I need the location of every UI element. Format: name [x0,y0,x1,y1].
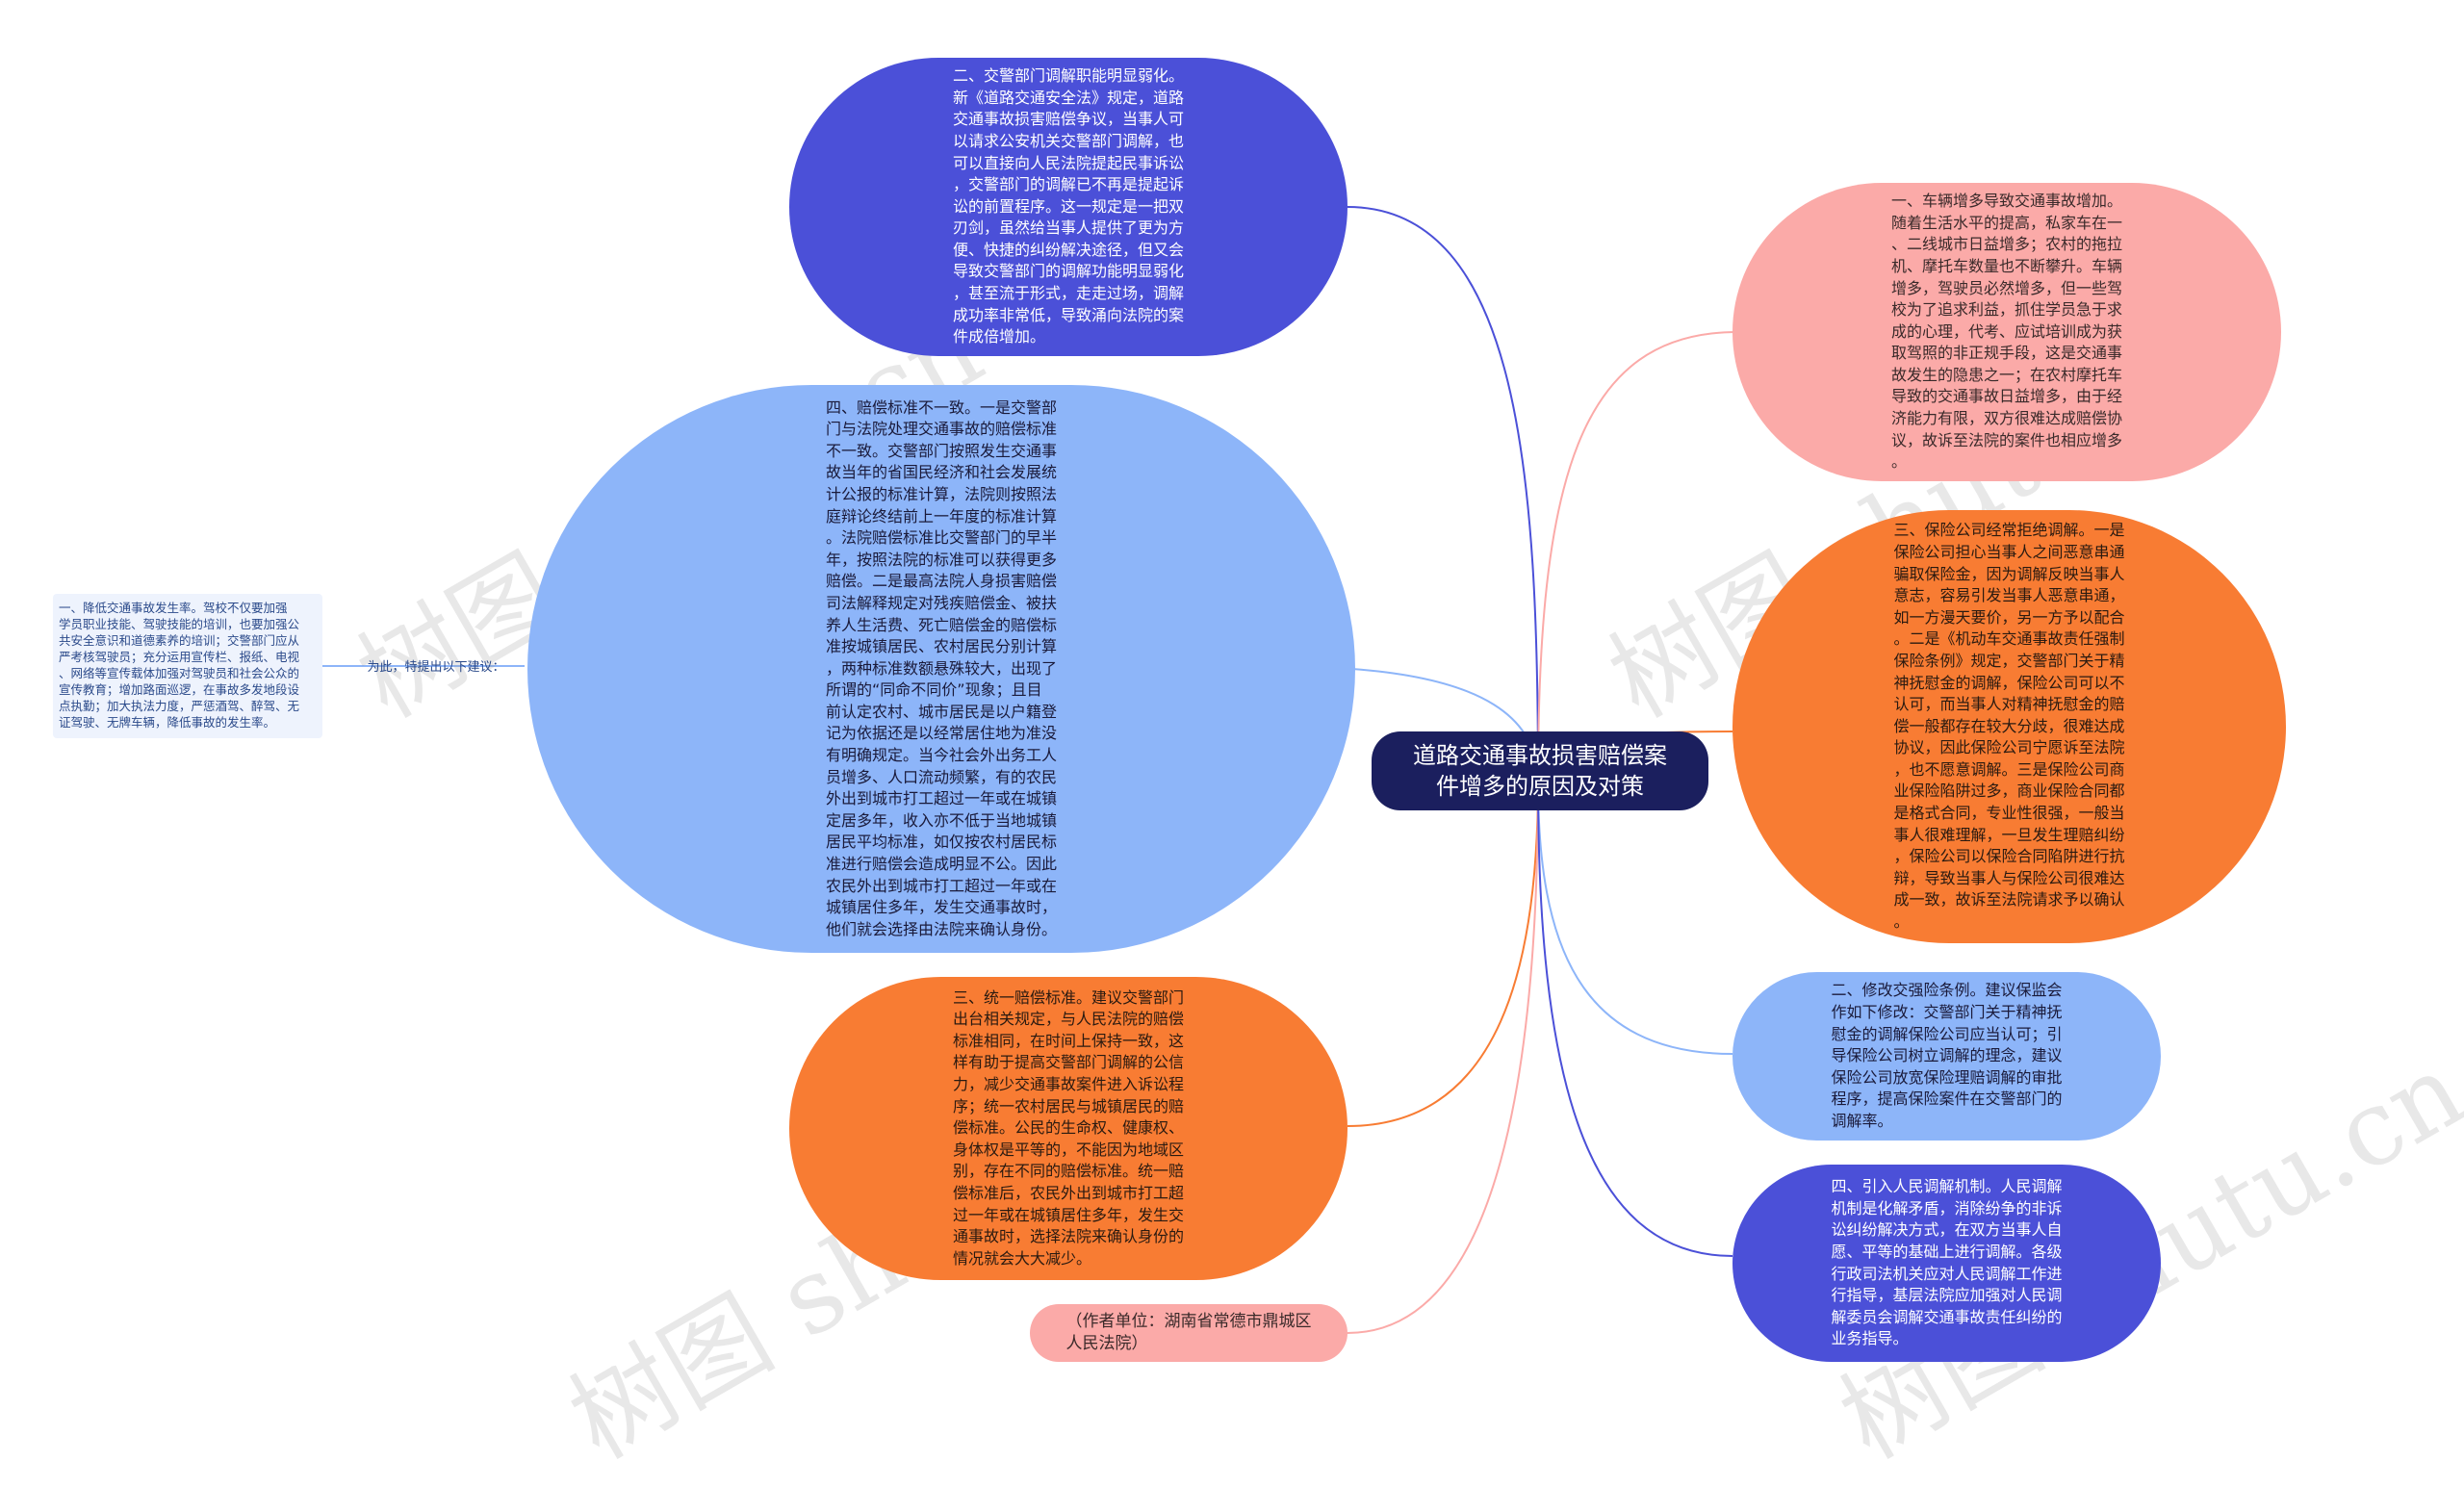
central-topic-title: 道路交通事故损害赔偿案 件增多的原因及对策 [1413,742,1667,800]
link-left-measure3 [1347,781,1539,1127]
node-reason4-standards[interactable]: 四、赔偿标准不一致。一是交警部 门与法院处理交通事故的赔偿标准 不一致。交警部门… [527,385,1355,953]
node-measure4-people-mediation[interactable]: 四、引入人民调解机制。人民调解 机制是化解矛盾，消除纷争的非诉 讼纠纷解决方式，… [1732,1165,2161,1362]
node-measure1-reduce-accidents[interactable]: 一、降低交通事故发生率。驾校不仅要加强 学员职业技能、驾驶技能的培训，也要加强公… [53,594,322,738]
node-left-label-suggestions[interactable]: 为此，特提出以下建议： [345,654,527,679]
link-top-reason2 [1347,206,1539,782]
node-reason1-more-vehicles[interactable]: 一、车辆增多导致交通事故增加。 随着生活水平的提高，私家车在一 、二线城市日益增… [1732,183,2281,481]
link-right-reason1 [1537,331,1738,782]
node-text: 四、引入人民调解机制。人民调解 机制是化解矛盾，消除纷争的非诉 讼纠纷解决方式，… [1831,1177,2063,1348]
link-author [1347,781,1539,1334]
node-measure2-insurance-regulation[interactable]: 二、修改交强险条例。建议保监会 作如下修改：交警部门关于精神抚 慰金的调解保险公… [1732,972,2161,1141]
node-text: 一、车辆增多导致交通事故增加。 随着生活水平的提高，私家车在一 、二线城市日益增… [1890,192,2122,472]
node-author-unit[interactable]: （作者单位：湖南省常德市鼎城区 人民法院） [1030,1304,1348,1362]
node-text: （作者单位：湖南省常德市鼎城区 人民法院） [1065,1312,1312,1353]
node-measure3-unify-standards[interactable]: 三、统一赔偿标准。建议交警部门 出台相关规定，与人民法院的赔偿 标准相同，在时间… [789,977,1348,1280]
central-topic[interactable]: 道路交通事故损害赔偿案 件增多的原因及对策 [1372,731,1708,810]
link-right-measure2 [1537,781,1733,1055]
link-right-measure4 [1537,781,1733,1257]
node-text: 三、统一赔偿标准。建议交警部门 出台相关规定，与人民法院的赔偿 标准相同，在时间… [952,987,1184,1268]
node-text: 二、修改交强险条例。建议保监会 作如下修改：交警部门关于精神抚 慰金的调解保险公… [1831,981,2063,1130]
node-text: 一、降低交通事故发生率。驾校不仅要加强 学员职业技能、驾驶技能的培训，也要加强公… [59,601,300,730]
node-text: 四、赔偿标准不一致。一是交警部 门与法院处理交通事故的赔偿标准 不一致。交警部门… [825,397,1057,938]
node-reason2-mediation[interactable]: 二、交警部门调解职能明显弱化。 新《道路交通安全法》规定，道路 交通事故损害赔偿… [789,58,1348,356]
node-text: 为此，特提出以下建议： [367,659,505,675]
node-text: 二、交警部门调解职能明显弱化。 新《道路交通安全法》规定，道路 交通事故损害赔偿… [952,66,1184,346]
node-text: 三、保险公司经常拒绝调解。一是 保险公司担心当事人之间恶意串通 骗取保险金，因为… [1893,521,2125,932]
node-reason3-insurance[interactable]: 三、保险公司经常拒绝调解。一是 保险公司担心当事人之间恶意串通 骗取保险金，因为… [1732,510,2286,943]
